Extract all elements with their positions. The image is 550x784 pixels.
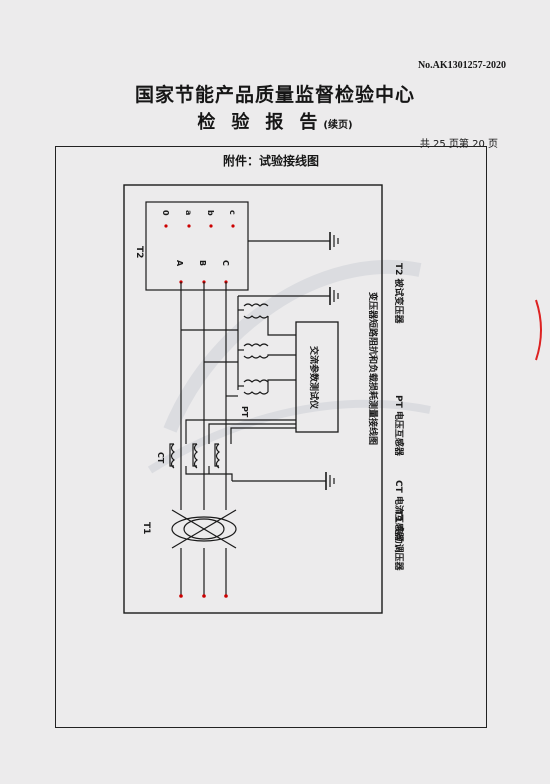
t2-terminal-a: a [184, 210, 193, 215]
ct-label: CT [156, 452, 165, 464]
t2-terminal-c: c [228, 210, 237, 215]
legend-t2: T2 被试变压器 [393, 263, 405, 325]
page-edge-mark [535, 299, 542, 361]
t2-terminal-0: 0 [161, 210, 170, 216]
report-title: 检验报告(续页) [0, 108, 550, 134]
t2-terminal-B: B [198, 260, 207, 266]
diagram-border [123, 184, 383, 614]
legend-ct: CT 电流互感器 [393, 480, 405, 542]
diagram-caption-title: 变压器短路阻抗和负载损耗测量接线图 [367, 292, 379, 445]
pt-label: PT [240, 406, 249, 418]
organization-title: 国家节能产品质量监督检验中心 [134, 84, 415, 106]
t1-regulator [171, 509, 237, 549]
t2-terminal-b: b [206, 210, 215, 216]
t2-transformer-box [145, 201, 249, 291]
t2-terminal-A: A [175, 260, 184, 267]
ct-coils [169, 419, 296, 481]
ground-symbol-middle [238, 287, 339, 305]
t1-label: T1 [141, 522, 151, 534]
ac-parameter-tester-box [295, 321, 339, 433]
attachment-frame [55, 146, 487, 728]
ac-parameter-tester-label: 交流参数测试仪 [308, 346, 320, 410]
ground-symbol-lower [232, 472, 335, 490]
t2-label: T2 [134, 246, 144, 258]
continuation-note: (续页) [323, 120, 353, 131]
watermark [147, 259, 431, 474]
legend-t1: T1 电动调压器 [393, 510, 405, 572]
attachment-title: 附件：试验接线图 [222, 154, 319, 168]
ground-symbol-upper [248, 232, 339, 250]
legend-pt: PT 电压互感器 [393, 395, 405, 457]
t2-terminal-C: C [221, 260, 230, 266]
page-info: 共 25 页第 20 页 [419, 139, 498, 150]
phase-lines [180, 282, 227, 596]
report-title-text: 检验报告 [197, 112, 334, 133]
report-number: No.AK1301257-2020 [417, 60, 506, 71]
pt-coils [181, 296, 296, 397]
